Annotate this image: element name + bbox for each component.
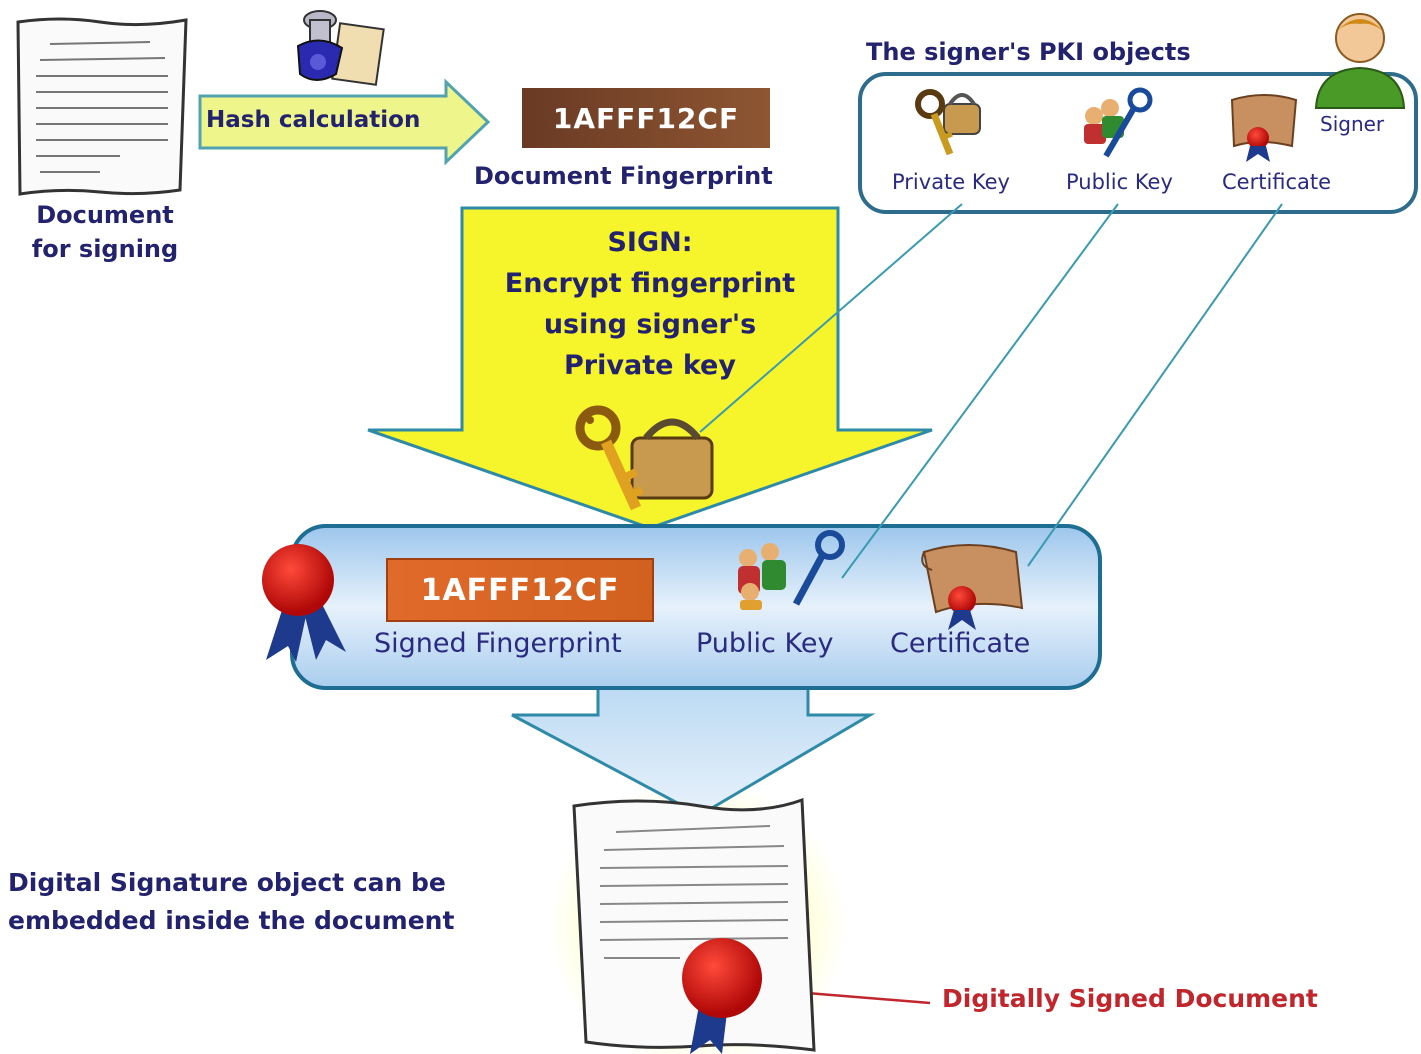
sign-line-2: Encrypt fingerprint: [504, 268, 796, 299]
meat-grinder-icon: [296, 10, 385, 86]
key-lock-icon: [575, 405, 714, 511]
signed-public-key-label: Public Key: [696, 628, 834, 659]
signer-label: Signer: [1320, 112, 1385, 136]
document-for-signing-label: Document for signing: [10, 198, 200, 266]
hash-calculation-label: Hash calculation: [206, 107, 421, 133]
embed-explanation-text: Digital Signature object can be embedded…: [8, 864, 454, 940]
signer-person-icon: [1314, 13, 1406, 109]
connector-certificate: [1027, 203, 1283, 567]
document-label-line-2: for signing: [31, 235, 179, 263]
signed-fingerprint-value: 1AFFF12CF: [386, 558, 654, 622]
signed-certificate-label: Certificate: [890, 628, 1031, 659]
sign-line-4: Private key: [564, 350, 736, 381]
private-key-icon: [915, 89, 981, 156]
pki-public-key-label: Public Key: [1066, 170, 1173, 194]
connector-public-key: [841, 203, 1119, 579]
pki-certificate-label: Certificate: [1222, 170, 1332, 194]
certificate-icon-large: [921, 544, 1024, 630]
signed-fingerprint-label: Signed Fingerprint: [374, 628, 622, 659]
certificate-icon-small: [1230, 94, 1298, 162]
public-key-icon: [1084, 87, 1153, 158]
pki-objects-title: The signer's PKI objects: [866, 38, 1191, 66]
pki-private-key-label: Private Key: [892, 170, 1010, 194]
connector-private-key: [699, 203, 963, 433]
document-icon: [16, 17, 188, 196]
hash-arrow: [198, 78, 491, 166]
document-label-line-1: Document: [36, 201, 174, 229]
sign-line-1: SIGN:: [607, 227, 693, 258]
public-key-icon-large: [738, 530, 845, 610]
signed-document-icon: [572, 797, 816, 1054]
seal-ribbon-icon: [262, 544, 346, 662]
document-fingerprint-value: 1AFFF12CF: [522, 88, 770, 148]
sign-arrow: [367, 206, 933, 530]
digitally-signed-document-label: Digitally Signed Document: [942, 984, 1318, 1013]
document-fingerprint-caption: Document Fingerprint: [474, 162, 773, 190]
embed-line-1: Digital Signature object can be: [8, 868, 446, 897]
sign-line-3: using signer's: [543, 309, 757, 340]
sign-instruction-text: SIGN: Encrypt fingerprint using signer's…: [462, 222, 838, 386]
embed-line-2: embedded inside the document: [8, 906, 455, 935]
output-arrow: [511, 686, 876, 817]
